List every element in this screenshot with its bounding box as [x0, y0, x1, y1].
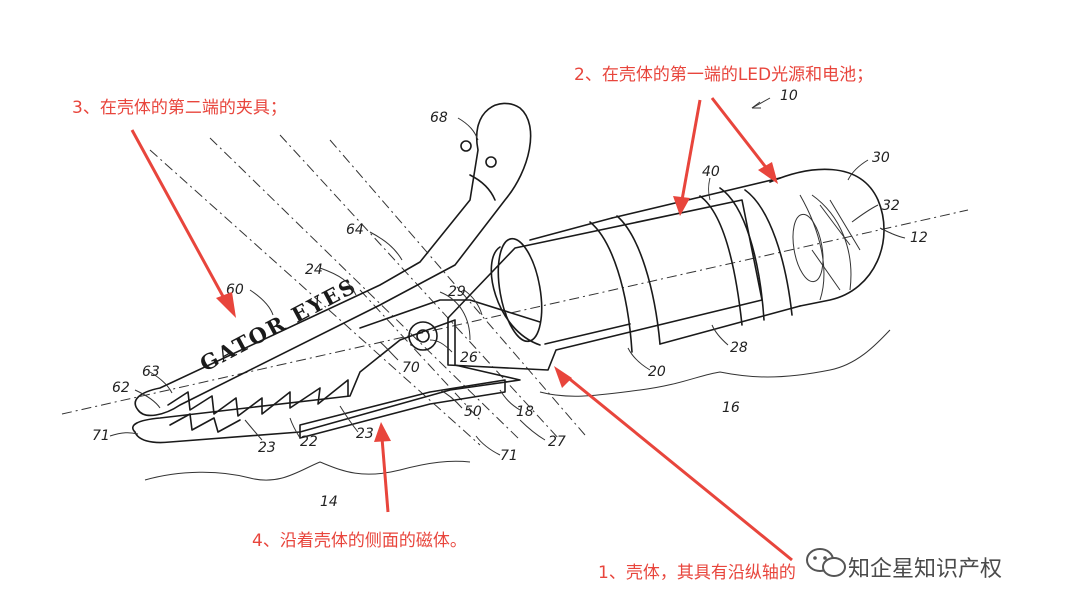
- annotation-magnet: 4、沿着壳体的侧面的磁体。: [252, 531, 467, 551]
- ref-64: 64: [346, 222, 364, 238]
- ref-16: 16: [722, 400, 740, 416]
- annotation-led: 2、在壳体的第一端的LED光源和电池；: [574, 65, 873, 85]
- annotations: 2、在壳体的第一端的LED光源和电池； 3、在壳体的第二端的夹具； 4、沿着壳体…: [72, 65, 873, 583]
- ref-71-b: 71: [500, 448, 518, 464]
- ref-62: 62: [112, 380, 130, 396]
- braces: [144, 329, 891, 481]
- watermark: 知企星知识产权: [806, 548, 1002, 582]
- ref-40: 40: [702, 164, 720, 180]
- brand-lettering: GATOR EYES: [196, 273, 361, 377]
- ref-23-a: 23: [258, 440, 276, 456]
- ref-14: 14: [320, 494, 338, 510]
- ref-22: 22: [300, 434, 318, 450]
- annotation-housing: 1、壳体，其具有沿纵轴的: [598, 563, 796, 583]
- wechat-icon: [806, 548, 846, 577]
- ref-32: 32: [882, 198, 900, 214]
- ref-12: 12: [910, 230, 928, 246]
- ref-24: 24: [305, 262, 323, 278]
- ref-70: 70: [402, 360, 420, 376]
- axis-lines: [61, 134, 969, 446]
- ref-63: 63: [142, 364, 160, 380]
- arrow-magnet: [380, 437, 390, 513]
- ref-50: 50: [464, 404, 482, 420]
- watermark-text: 知企星知识产权: [848, 557, 1002, 582]
- ref-26: 26: [460, 350, 478, 366]
- arrow-led-2: [710, 97, 770, 171]
- ref-71-a: 71: [92, 428, 110, 444]
- annotation-arrows: [130, 97, 793, 562]
- leader-lines: [109, 97, 906, 456]
- ref-10: 10: [780, 88, 798, 104]
- housing-body: [447, 177, 801, 371]
- ref-20: 20: [648, 364, 666, 380]
- ref-30: 30: [872, 150, 890, 166]
- ref-68: 68: [430, 110, 448, 126]
- ref-29: 29: [448, 284, 466, 300]
- reference-numerals: 10 12 14 16 18 20 22 23 23 24 26 27 28 2…: [92, 88, 928, 510]
- ref-23-b: 23: [356, 426, 374, 442]
- arrow-led-1: [680, 99, 702, 201]
- led-head: [769, 168, 885, 307]
- ref-28: 28: [730, 340, 748, 356]
- clip-assembly: [132, 102, 541, 444]
- ref-18: 18: [516, 404, 534, 420]
- arrow-clip: [130, 129, 227, 301]
- ref-27: 27: [548, 434, 566, 450]
- annotation-clip: 3、在壳体的第二端的夹具；: [72, 98, 287, 118]
- arrow-housing: [565, 374, 793, 562]
